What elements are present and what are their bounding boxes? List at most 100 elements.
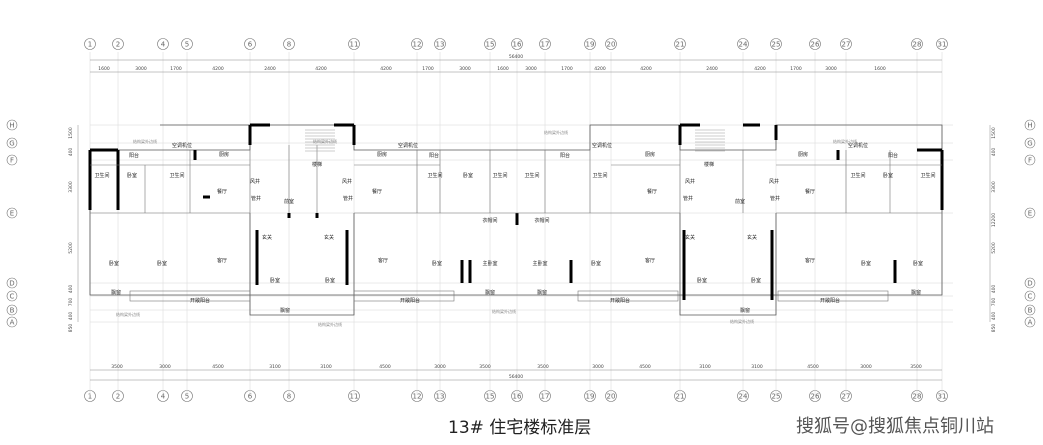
room-label: 风井 — [685, 178, 695, 185]
row-letter: B — [1028, 307, 1033, 315]
row-bubble — [6, 316, 18, 328]
dim-bottom: 3000 — [434, 364, 446, 370]
balcony-outline — [777, 290, 889, 302]
room-label: 飘窗 — [111, 289, 121, 296]
row-letter: F — [1028, 157, 1032, 165]
dim-bottom: 3500 — [111, 364, 123, 370]
structure-note: 结构梁外边线 — [492, 308, 516, 314]
row-bubble — [6, 304, 18, 316]
dim-bottom: 3100 — [269, 364, 281, 370]
room-label: 飘窗 — [911, 289, 921, 296]
outer-wall — [89, 150, 943, 296]
room-label: 餐厅 — [647, 188, 657, 195]
axis-bubble — [911, 38, 923, 50]
dim-top: 1700 — [422, 66, 434, 72]
row-bubble — [6, 277, 18, 289]
dim-left: 400 — [68, 148, 74, 157]
dim-right: 400 — [991, 148, 997, 157]
dim-top: 1700 — [790, 66, 802, 72]
room-label: 风井 — [250, 178, 260, 185]
axis-number: 19 — [586, 393, 595, 401]
dim-right: 1500 — [991, 127, 997, 139]
balcony-outline — [129, 290, 251, 302]
dim-bottom: 3000 — [860, 364, 872, 370]
dim-right: 850 — [991, 324, 997, 333]
axis-bubble — [244, 38, 256, 50]
balcony-outline — [353, 290, 455, 302]
axis-number: 5 — [185, 41, 189, 49]
axis-bubble — [348, 38, 360, 50]
dim-top: 3000 — [525, 66, 537, 72]
axis-number: 28 — [913, 393, 922, 401]
axis-bubble — [181, 38, 193, 50]
room-label: 厨房 — [377, 151, 387, 158]
row-letter: D — [9, 280, 14, 288]
dim-left: 1500 — [68, 127, 74, 139]
outer-wall-top — [90, 124, 943, 151]
room-label: 玄关 — [747, 234, 757, 241]
row-bubble — [6, 137, 18, 149]
axis-number: 2 — [116, 393, 120, 401]
dim-bottom: 4500 — [639, 364, 651, 370]
room-label: 楼梯 — [704, 161, 714, 168]
axis-number: 16 — [513, 41, 522, 49]
dim-top: 4200 — [380, 66, 392, 72]
room-label: 卧室 — [883, 172, 893, 179]
row-bubble — [1024, 277, 1036, 289]
axis-number: 17 — [541, 41, 550, 49]
room-label: 卧室 — [127, 172, 137, 179]
row-letter: F — [10, 157, 14, 165]
room-label: 卫生间 — [920, 172, 935, 179]
dim-top: 1600 — [497, 66, 509, 72]
axis-number: 13 — [436, 41, 445, 49]
dim-bottom: 3000 — [159, 364, 171, 370]
axis-bubble — [411, 38, 423, 50]
dim-top: 3000 — [825, 66, 837, 72]
room-label: 餐厅 — [805, 188, 815, 195]
room-label: 客厅 — [217, 257, 227, 264]
axis-number: 26 — [811, 41, 820, 49]
axis-number: 31 — [938, 393, 947, 401]
room-label: 前室 — [735, 198, 745, 205]
dim-right: 400 — [991, 312, 997, 321]
row-letter: C — [1028, 293, 1033, 301]
axis-bubble — [283, 38, 295, 50]
axis-number: 4 — [161, 393, 166, 401]
room-label: 管井 — [343, 195, 353, 202]
room-label: 餐厅 — [372, 188, 382, 195]
room-label: 卫生间 — [169, 172, 184, 179]
axis-number: 5 — [185, 393, 189, 401]
axis-number: 25 — [772, 41, 781, 49]
room-label: 空调机位 — [172, 142, 192, 149]
room-label: 阳台 — [429, 152, 439, 159]
row-bubble — [1024, 304, 1036, 316]
room-label: 空调机位 — [592, 142, 612, 149]
dim-right: 12200 — [991, 213, 997, 227]
room-label: 衣帽间 — [534, 217, 549, 224]
structure-note: 结构梁外边线 — [544, 129, 568, 135]
dim-left: 5200 — [68, 242, 74, 254]
room-label: 玄关 — [685, 234, 695, 241]
row-letter: G — [9, 140, 14, 148]
row-letter: A — [1028, 319, 1033, 327]
dim-bottom: 3500 — [479, 364, 491, 370]
watermark: 搜狐号@搜狐焦点铜川站 — [796, 416, 994, 437]
axis-bubble — [539, 38, 551, 50]
dim-bottom: 3100 — [320, 364, 332, 370]
room-label: 客厅 — [378, 257, 388, 264]
room-label: 管井 — [251, 195, 261, 202]
dim-bottom: 3500 — [537, 364, 549, 370]
axis-bubble — [511, 38, 523, 50]
row-letter: C — [10, 293, 15, 301]
room-label: 卧室 — [861, 260, 871, 267]
axis-number: 12 — [413, 41, 422, 49]
plan-caption: 13# 住宅楼标准层 — [448, 418, 592, 438]
core-walls — [249, 213, 777, 316]
room-label: 开敞阳台 — [400, 297, 420, 304]
room-label: 管井 — [770, 195, 780, 202]
room-label: 阳台 — [560, 152, 570, 159]
room-label: 空调机位 — [848, 142, 868, 149]
